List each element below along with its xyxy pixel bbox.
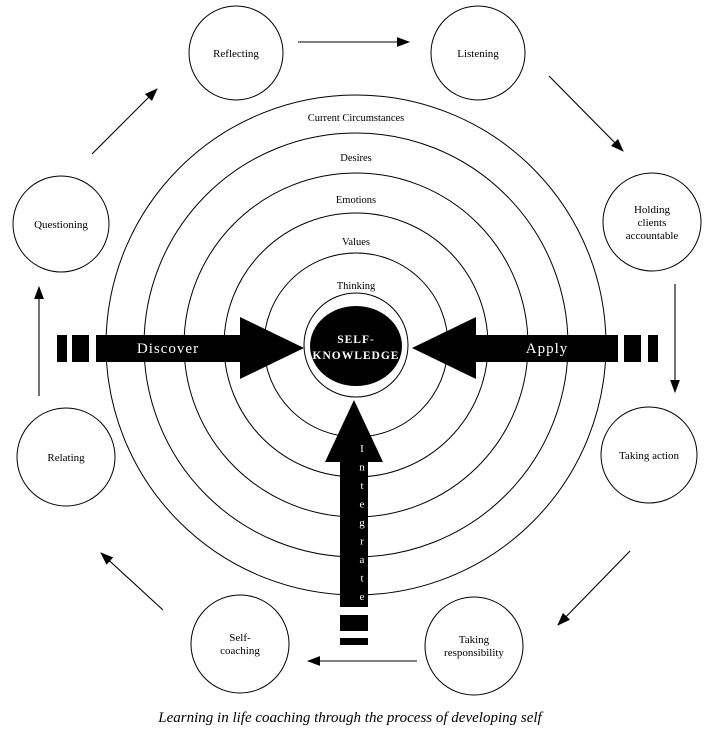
center-label-line1: SELF- (337, 334, 375, 346)
node-taking-responsibility: Taking responsibility (424, 596, 524, 696)
integrate-dash-large (340, 615, 368, 631)
apply-dash-large (624, 335, 641, 362)
integrate-dash-small (340, 638, 368, 645)
integrate-arrow (325, 400, 383, 645)
arrow-self-coaching-to-relating (100, 552, 164, 611)
ring-label-current-circumstances: Current Circumstances (308, 113, 405, 124)
node-self-coaching-label-line1: Self- (229, 632, 251, 644)
node-taking-responsibility-label-line1: Taking (459, 634, 490, 646)
center-circle: SELF- KNOWLEDGE (310, 306, 402, 386)
discover-dash-small (57, 335, 67, 362)
integrate-shaft (340, 461, 368, 607)
node-self-coaching-label-line2: coaching (220, 645, 260, 657)
apply-shaft (476, 335, 618, 362)
ring-labels: Current Circumstances Desires Emotions V… (308, 113, 405, 292)
node-relating-label: Relating (47, 452, 85, 464)
node-listening: Listening (430, 5, 526, 101)
ring-label-thinking: Thinking (337, 281, 376, 292)
node-questioning: Questioning (12, 175, 110, 273)
node-holding-label-line3: accountable (626, 230, 679, 242)
discover-arrow: Discover (57, 317, 304, 379)
apply-label: Apply (526, 341, 569, 357)
discover-arrowhead-icon (240, 317, 304, 379)
ring-label-emotions: Emotions (336, 195, 376, 206)
ring-label-desires: Desires (340, 153, 372, 164)
node-taking-responsibility-label-line2: responsibility (444, 647, 504, 659)
apply-arrow: Apply (412, 317, 658, 379)
discover-label: Discover (137, 341, 199, 357)
integrate-arrowhead-icon (325, 400, 383, 462)
node-listening-label: Listening (457, 48, 499, 60)
discover-dash-large (72, 335, 89, 362)
node-taking-action: Taking action (600, 406, 698, 504)
node-holding-clients-accountable: Holding clients accountable (602, 172, 702, 272)
center-label-line2: KNOWLEDGE (313, 350, 400, 362)
ring-label-values: Values (342, 237, 370, 248)
node-questioning-label: Questioning (34, 219, 88, 231)
arrow-taking-action-to-responsibility (557, 550, 631, 626)
cycle-arrows (34, 37, 680, 666)
figure-caption: Learning in life coaching through the pr… (157, 710, 543, 726)
node-reflecting: Reflecting (188, 5, 284, 101)
discover-shaft (96, 335, 240, 362)
node-self-coaching: Self- coaching (190, 594, 290, 694)
apply-dash-small (648, 335, 658, 362)
arrow-questioning-to-reflecting (91, 88, 158, 155)
node-taking-action-label: Taking action (619, 450, 680, 462)
node-holding-label-line1: Holding (634, 204, 671, 216)
integrate-label: Integrate (356, 443, 368, 610)
node-holding-label-line2: clients (638, 217, 667, 229)
node-reflecting-label: Reflecting (213, 48, 259, 60)
apply-arrowhead-icon (412, 317, 476, 379)
node-relating: Relating (16, 407, 116, 507)
arrow-listening-to-holding (548, 75, 624, 152)
